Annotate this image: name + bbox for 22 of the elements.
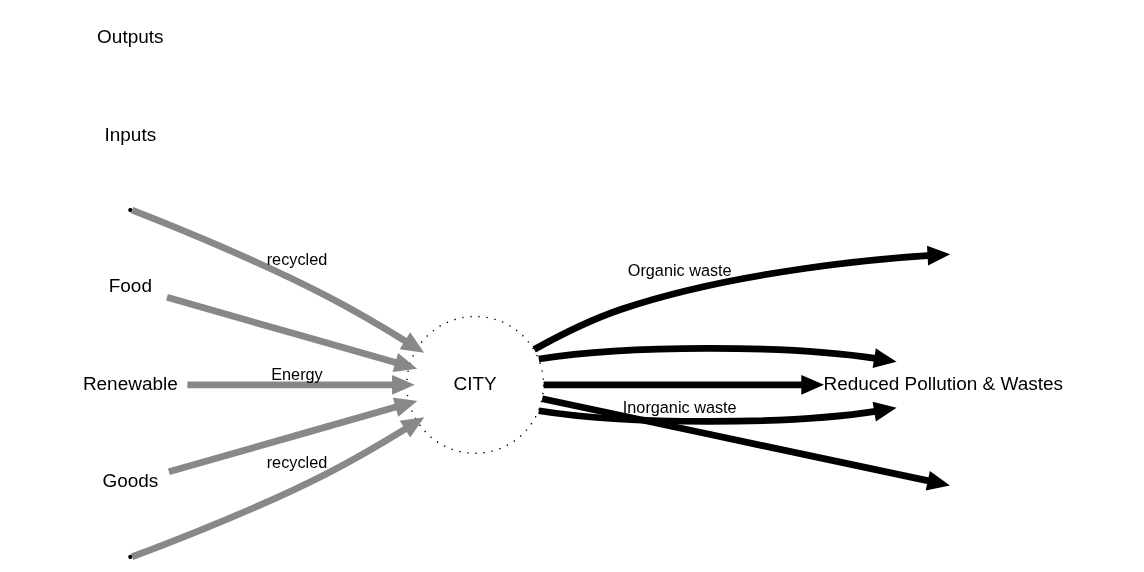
arrow xyxy=(168,397,418,476)
label: Inputs xyxy=(104,123,157,145)
edge-label: recycled xyxy=(266,250,328,269)
node-circle: CITY xyxy=(406,315,545,454)
node-text: Food xyxy=(108,275,152,297)
arrow xyxy=(166,294,418,372)
node-text: Renewable xyxy=(82,372,178,394)
label: Outputs xyxy=(97,26,164,48)
edge-label: Energy xyxy=(271,365,323,384)
node-text: Goods xyxy=(102,470,159,492)
arrow xyxy=(543,374,824,395)
node-text: Reduced Pollution & Wastes xyxy=(823,372,1063,394)
arrow xyxy=(187,374,415,395)
arrow xyxy=(538,401,897,425)
arrow xyxy=(541,395,950,491)
arrow xyxy=(532,245,951,353)
arrow xyxy=(538,344,897,368)
arrow xyxy=(130,207,425,353)
edge-label: Organic waste xyxy=(627,260,732,279)
edge-label: recycled xyxy=(266,453,328,472)
arrow xyxy=(130,417,425,560)
edge-label: Inorganic waste xyxy=(622,397,737,416)
